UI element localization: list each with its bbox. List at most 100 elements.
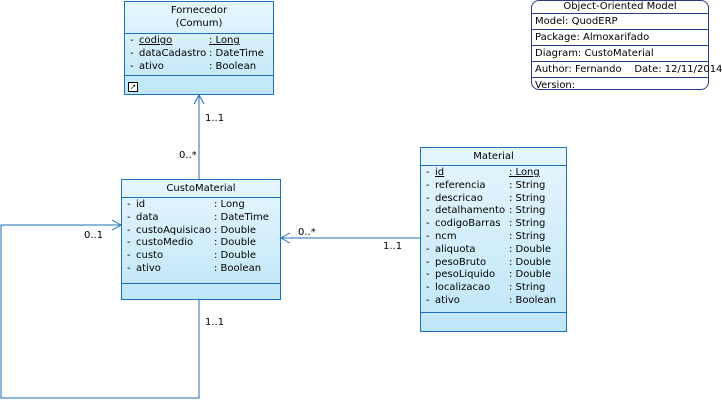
attr-visibility: -	[426, 256, 430, 268]
attr-name: aliquota	[435, 243, 476, 255]
attr-type: : String	[509, 192, 546, 204]
multiplicity-self-start: 0..1	[84, 230, 104, 241]
multiplicity-fornecedor-end: 1..1	[205, 113, 225, 124]
model-info-diagram: Diagram: CustoMaterial	[532, 46, 708, 62]
attr-type: : Double	[214, 250, 256, 262]
arrowhead-fornecedor	[193, 93, 205, 105]
attr-type: : Double	[509, 243, 551, 255]
attr-name: dataCadastro	[139, 47, 207, 59]
model-info-date: Date: 12/11/2014	[634, 64, 722, 75]
class-header: Material	[421, 148, 566, 166]
attr-visibility: -	[130, 47, 134, 59]
attribute-list: - id : Long - data : DateTime - custoAqu…	[122, 198, 280, 284]
attribute-row[interactable]: - codigo : Long	[125, 35, 273, 48]
attr-visibility: -	[426, 282, 430, 294]
attribute-row[interactable]: - ativo : Boolean	[125, 61, 273, 74]
multiplicity-custo-to-fornecedor: 0..*	[179, 150, 197, 161]
model-info-author-date: Author: Fernando Date: 12/11/2014	[532, 62, 722, 78]
attribute-row[interactable]: - codigoBarras : String	[421, 218, 566, 231]
attr-visibility: -	[426, 167, 430, 178]
multiplicity-self-end: 1..1	[205, 317, 225, 328]
attr-visibility: -	[426, 294, 430, 306]
attr-type: : String	[509, 230, 546, 242]
attribute-row[interactable]: - referencia : String	[421, 180, 566, 193]
attr-visibility: -	[426, 205, 430, 217]
attr-name: pesoLiquido	[435, 269, 496, 281]
attr-visibility: -	[426, 179, 430, 191]
attr-type: : String	[509, 205, 546, 217]
attr-type: : Boolean	[214, 262, 262, 274]
attribute-row[interactable]: - detalhamento : String	[421, 205, 566, 218]
attr-visibility: -	[127, 250, 131, 262]
model-info-version: Version:	[535, 80, 576, 91]
attr-name: referencia	[435, 179, 486, 191]
attribute-row[interactable]: - ativo : Boolean	[122, 263, 280, 276]
attribute-row[interactable]: - id : Long	[122, 199, 280, 212]
multiplicity-custo-to-material: 0..*	[298, 227, 316, 238]
attribute-row[interactable]: - descricao : String	[421, 193, 566, 206]
attribute-row[interactable]: - custoAquisicao : Double	[122, 225, 280, 238]
attr-name: data	[136, 211, 159, 223]
attr-name: codigo	[139, 35, 173, 46]
model-info-title: Object-Oriented Model	[532, 1, 708, 14]
model-info-model: Model: QuodERP	[532, 14, 708, 30]
multiplicity-material-end: 1..1	[383, 241, 403, 252]
model-info-box: Object-Oriented Model Model: QuodERP Pac…	[531, 0, 722, 91]
attr-type: : Double	[509, 269, 551, 281]
attr-name: custoMedio	[136, 237, 194, 249]
attribute-row[interactable]: - custoMedio : Double	[122, 237, 280, 250]
attribute-row[interactable]: - id : Long	[421, 167, 566, 180]
attribute-row[interactable]: - dataCadastro : DateTime	[125, 48, 273, 61]
attribute-row[interactable]: - localizacao : String	[421, 282, 566, 295]
attribute-row[interactable]: - aliquota : Double	[421, 244, 566, 257]
attr-visibility: -	[127, 211, 131, 223]
class-material[interactable]: Material - id : Long - referencia : Stri…	[420, 147, 567, 332]
attr-visibility: -	[127, 224, 131, 236]
attr-type: : String	[509, 179, 546, 191]
attr-type: : Boolean	[209, 60, 257, 72]
assoc-self-custo[interactable]	[0, 224, 200, 399]
attr-visibility: -	[426, 230, 430, 242]
class-name: CustoMaterial	[166, 183, 236, 194]
attr-name: ncm	[435, 230, 457, 242]
attr-visibility: -	[426, 218, 430, 230]
attribute-row[interactable]: - data : DateTime	[122, 212, 280, 225]
attr-type: : Boolean	[509, 294, 557, 306]
attribute-list: - id : Long - referencia : String - desc…	[421, 166, 566, 313]
attribute-row[interactable]: - ativo : Boolean	[421, 295, 566, 308]
attribute-row[interactable]: - pesoLiquido : Double	[421, 269, 566, 282]
class-name: Material	[473, 151, 514, 162]
model-info-author: Author: Fernando	[535, 64, 622, 75]
attr-name: ativo	[136, 262, 161, 274]
attr-type: : String	[509, 282, 546, 294]
attr-name: descricao	[435, 192, 483, 204]
attr-visibility: -	[127, 237, 131, 249]
attr-visibility: -	[130, 35, 134, 46]
arrowhead-custo	[279, 232, 291, 244]
class-header: CustoMaterial	[122, 180, 280, 198]
attr-type: : String	[509, 218, 546, 230]
attr-name: id	[435, 167, 445, 178]
attr-name: id	[136, 199, 146, 210]
attr-type: : Long	[214, 199, 245, 210]
attr-type: : DateTime	[209, 47, 264, 59]
class-header: Fornecedor (Comum)	[125, 2, 273, 34]
class-name: Fornecedor	[170, 5, 228, 16]
class-custo-material[interactable]: CustoMaterial - id : Long - data : DateT…	[121, 179, 281, 300]
attr-visibility: -	[130, 60, 134, 72]
attr-type: : Long	[509, 167, 540, 178]
attr-visibility: -	[127, 262, 131, 274]
attr-name: custoAquisicao	[136, 224, 211, 236]
class-fornecedor[interactable]: Fornecedor (Comum) - codigo : Long - dat…	[124, 1, 274, 95]
attribute-row[interactable]: - pesoBruto : Double	[421, 257, 566, 270]
attr-name: codigoBarras	[435, 218, 501, 230]
attr-type: : Double	[214, 237, 256, 249]
attr-visibility: -	[426, 269, 430, 281]
attr-type: : DateTime	[214, 211, 269, 223]
attr-name: ativo	[139, 60, 164, 72]
model-info-package: Package: Almoxarifado	[532, 30, 708, 46]
attribute-row[interactable]: - custo : Double	[122, 250, 280, 263]
class-stereotype: (Comum)	[175, 18, 223, 29]
attr-type: : Double	[214, 224, 256, 236]
attribute-row[interactable]: - ncm : String	[421, 231, 566, 244]
